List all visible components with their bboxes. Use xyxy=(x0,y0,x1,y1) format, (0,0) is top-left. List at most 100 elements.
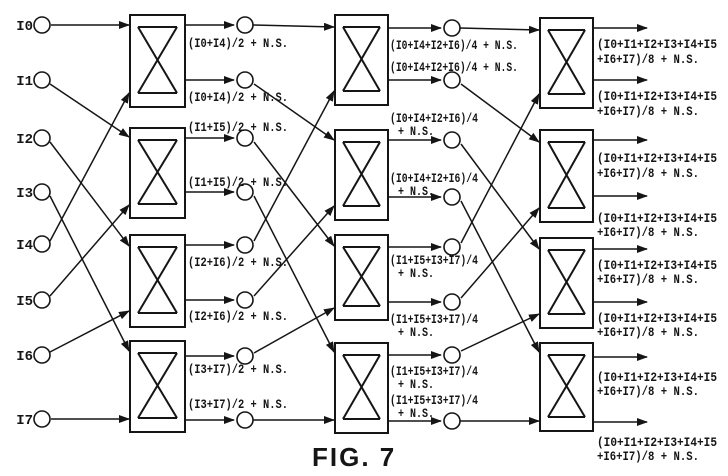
stage2-output-label: (I0+I4+I2+I6)/4 xyxy=(390,172,478,186)
connection-line xyxy=(460,313,540,352)
stage2-stage3-connections xyxy=(459,25,540,425)
input-label: I4 xyxy=(16,238,33,254)
stage2-output-node xyxy=(443,71,461,89)
butterfly-box xyxy=(129,127,186,219)
butterfly-box xyxy=(334,234,389,321)
butterfly-box xyxy=(129,234,186,328)
stage1-output-node xyxy=(236,129,254,147)
connection-line xyxy=(253,307,335,354)
stage3-output-label: +I6+I7)/8 + N.S. xyxy=(597,226,699,240)
stage3-output-label: +I6+I7)/8 + N.S. xyxy=(597,273,699,287)
input-node xyxy=(33,346,51,364)
input-connection-line xyxy=(49,141,130,247)
stage3-output-label: (I0+I1+I2+I3+I4+I5 xyxy=(597,312,717,326)
stage2-output-label: + N.S. xyxy=(398,378,434,392)
stage3-output-label: (I0+I1+I2+I3+I4+I5 xyxy=(597,90,717,104)
input-connection-line xyxy=(49,310,130,353)
stage3-output-label: (I0+I1+I2+I3+I4+I5 xyxy=(597,152,717,166)
stage3-output-label: (I0+I1+I2+I3+I4+I5 xyxy=(597,436,717,450)
stage1-output-node xyxy=(236,236,254,254)
stage1-output-label: (I0+I4)/2 + N.S. xyxy=(188,91,288,105)
connection-line xyxy=(253,205,335,297)
stage1-output-node xyxy=(236,347,254,365)
stage3-output-label: (I0+I1+I2+I3+I4+I5 xyxy=(597,259,717,273)
stage3-output-label: +I6+I7)/8 + N.S. xyxy=(597,105,699,119)
stage1-stage2-connections xyxy=(252,22,335,424)
connection-line xyxy=(253,90,335,242)
connection-line xyxy=(459,25,540,34)
connection-line xyxy=(460,200,540,353)
input-label: I1 xyxy=(16,74,33,90)
stage1-output-label: (I2+I6)/2 + N.S. xyxy=(188,256,288,270)
stage1-output-label: (I3+I7)/2 + N.S. xyxy=(188,363,288,377)
stage3-output-label: +I6+I7)/8 + N.S. xyxy=(597,167,699,181)
stage1-output-node xyxy=(236,411,254,429)
stage1-output-label: (I3+I7)/2 + N.S. xyxy=(188,398,288,412)
stage2-output-node xyxy=(443,19,461,37)
input-column: I0 I1 I2 I3 I4 I5 I6 I7 xyxy=(16,16,130,429)
stage2-output-label: (I1+I5+I3+I7)/4 xyxy=(390,365,478,379)
stage2-output-label: + N.S. xyxy=(398,185,434,199)
input-node xyxy=(33,291,51,309)
stage2-output-label: (I0+I4+I2+I6)/4 + N.S. xyxy=(390,61,518,75)
butterfly-box xyxy=(539,17,594,109)
butterfly-box xyxy=(334,14,389,106)
input-node xyxy=(33,183,51,201)
stage1-output-label: (I2+I6)/2 + N.S. xyxy=(188,310,288,324)
input-connection-line xyxy=(49,83,130,138)
butterfly-box xyxy=(539,129,594,223)
connection-line xyxy=(253,83,335,141)
connection-line xyxy=(460,207,540,299)
stage2-output-label: (I1+I5+I3+I7)/4 xyxy=(390,313,478,327)
input-node xyxy=(33,410,51,428)
stage2-output-node xyxy=(443,188,461,206)
input-connection-line xyxy=(49,204,130,297)
stage2: (I0+I4+I2+I6)/4 + N.S. (I0+I4+I2+I6)/4 +… xyxy=(334,14,518,434)
input-label: I7 xyxy=(16,413,33,429)
stage2-output-label: (I1+I5+I3+I7)/4 xyxy=(390,254,478,268)
input-label: I3 xyxy=(16,186,33,202)
stage2-output-node xyxy=(443,346,461,364)
butterfly-box xyxy=(129,340,186,433)
butterfly-box xyxy=(334,342,389,434)
stage3-output-label: +I6+I7)/8 + N.S. xyxy=(597,450,699,464)
stage1-output-label: (I1+I5)/2 + N.S. xyxy=(188,176,288,190)
stage2-output-label: + N.S. xyxy=(398,407,434,421)
input-connection-line xyxy=(49,92,130,242)
input-node xyxy=(33,129,51,147)
input-label: I2 xyxy=(16,132,33,148)
stage2-output-label: (I0+I4+I2+I6)/4 xyxy=(390,112,478,126)
stage2-output-node xyxy=(443,412,461,430)
stage2-output-node xyxy=(443,131,461,149)
stage3-output-label: +I6+I7)/8 + N.S. xyxy=(597,385,699,399)
stage2-output-node xyxy=(443,238,461,256)
figure-label: FIG. 7 xyxy=(312,442,396,472)
butterfly-box xyxy=(334,129,389,221)
stage3-output-label: +I6+I7)/8 + N.S. xyxy=(597,326,699,340)
stage2-output-label: + N.S. xyxy=(398,326,434,340)
stage3-output-label: (I0+I1+I2+I3+I4+I5 xyxy=(597,212,717,226)
stage2-output-label: (I0+I4+I2+I6)/4 + N.S. xyxy=(390,39,518,53)
stage3-output-label: (I0+I1+I2+I3+I4+I5 xyxy=(597,38,717,52)
stage1-output-label: (I0+I4)/2 + N.S. xyxy=(188,37,288,51)
stage3-output-label: (I0+I1+I2+I3+I4+I5 xyxy=(597,371,717,385)
input-node xyxy=(33,235,51,253)
connection-line xyxy=(252,22,335,31)
stage1-output-label: (I1+I5)/2 + N.S. xyxy=(188,121,288,135)
stage1: (I0+I4)/2 + N.S. (I0+I4)/2 + N.S. (I1+I5… xyxy=(129,14,288,433)
stage2-output-node xyxy=(443,293,461,311)
input-node xyxy=(33,71,51,89)
stage2-output-label: + N.S. xyxy=(398,125,434,139)
stage2-output-label: (I1+I5+I3+I7)/4 xyxy=(390,394,478,408)
connection-line xyxy=(460,143,540,250)
input-node xyxy=(33,16,51,34)
butterfly-box xyxy=(129,14,186,108)
butterfly-box xyxy=(539,237,594,329)
connection-line xyxy=(253,141,335,247)
stage3-output-label: +I6+I7)/8 + N.S. xyxy=(597,53,699,67)
input-label: I5 xyxy=(16,294,33,310)
butterfly-box xyxy=(539,342,594,432)
input-label: I0 xyxy=(16,19,33,35)
